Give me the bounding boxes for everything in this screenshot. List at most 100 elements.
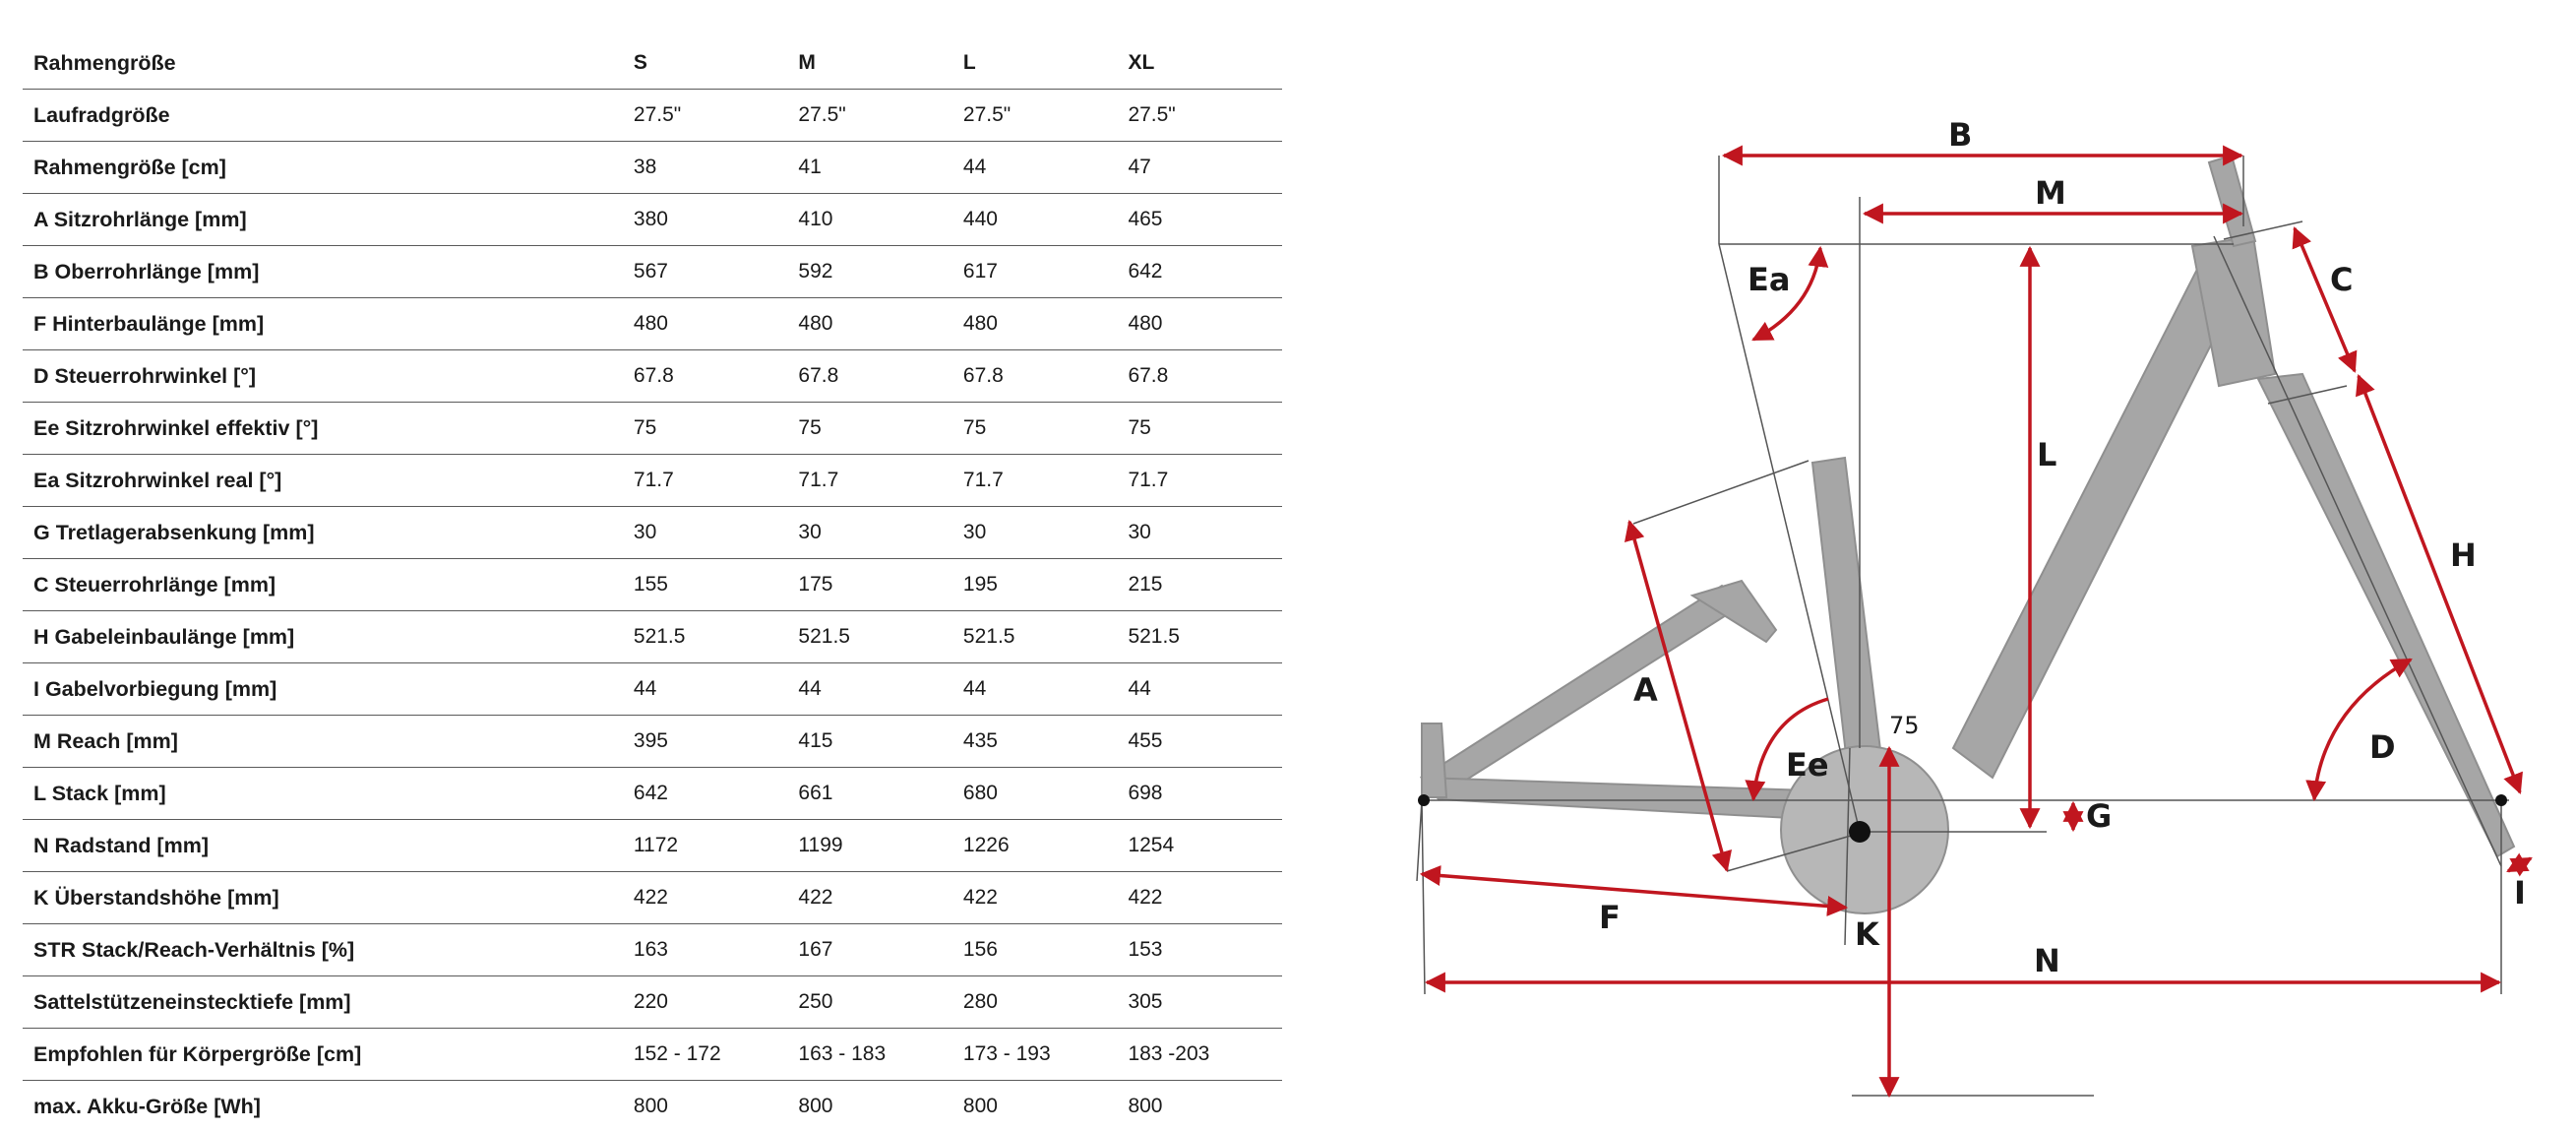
dimension-arrows — [1419, 145, 2533, 1099]
cell-value: 617 — [951, 245, 1118, 298]
cell-value: 75 — [622, 402, 788, 455]
cell-value: 642 — [1117, 245, 1282, 298]
cell-value: 415 — [787, 715, 952, 768]
cell-value: 250 — [787, 975, 952, 1029]
cell-value: 800 — [633, 1095, 668, 1117]
cell-value: 380 — [622, 193, 788, 246]
cell-value: 30 — [951, 506, 1118, 559]
cell-value: 30 — [787, 506, 952, 559]
cell-value: 215 — [1117, 558, 1282, 611]
cell-value: 67.8 — [622, 349, 788, 403]
cell-value: 440 — [951, 193, 1118, 246]
cell-value: 152 - 172 — [622, 1028, 788, 1081]
label-l: L — [2037, 436, 2056, 473]
rear-axle-point — [1418, 794, 1430, 806]
cell-value: 27.5" — [787, 89, 952, 142]
cell-value: 30 — [1117, 506, 1282, 559]
cell-value: 455 — [1117, 715, 1282, 768]
cell-value: S — [622, 37, 788, 90]
cell-value: 67.8 — [787, 349, 952, 403]
row-label: A Sitzrohrlänge [mm] — [23, 193, 623, 246]
cell-value: 47 — [1117, 141, 1282, 194]
label-b: B — [1948, 116, 1972, 154]
cell-value: L — [951, 37, 1118, 90]
cell-value: 44 — [787, 662, 952, 716]
cell-value: 163 — [622, 923, 788, 976]
cell-value: 435 — [951, 715, 1118, 768]
label-ea: Ea — [1748, 261, 1790, 298]
cell-value: 395 — [622, 715, 788, 768]
row-label: L Stack [mm] — [23, 767, 623, 820]
cell-value: 521.5 — [951, 610, 1118, 663]
cell-value: 38 — [622, 141, 788, 194]
cell-value: 167 — [787, 923, 952, 976]
label-d: D — [2369, 728, 2396, 766]
cell-value: 67.8 — [951, 349, 1118, 403]
row-label: M Reach [mm] — [23, 715, 623, 768]
cell-value: 1172 — [622, 819, 788, 872]
cell-value: 642 — [622, 767, 788, 820]
cell-value: 27.5" — [951, 89, 1118, 142]
cell-value: M — [787, 37, 952, 90]
row-label: F Hinterbaulänge [mm] — [23, 297, 623, 350]
label-ee: Ee — [1786, 746, 1829, 784]
cell-value: 27.5" — [622, 89, 788, 142]
label-f: F — [1599, 899, 1621, 936]
cell-value: 71.7 — [787, 454, 952, 507]
cell-value: 27.5" — [1117, 89, 1282, 142]
label-a: A — [1633, 671, 1658, 709]
cell-value: 71.7 — [622, 454, 788, 507]
label-c: C — [2330, 261, 2353, 298]
cell-value: 44 — [622, 662, 788, 716]
cell-value: 220 — [622, 975, 788, 1029]
cell-value: 410 — [787, 193, 952, 246]
label-i: I — [2514, 874, 2526, 912]
cell-value: 800 — [1128, 1095, 1163, 1117]
label-seat-angle: 75 — [1889, 712, 1920, 739]
front-axle-point — [2495, 794, 2507, 806]
row-label: C Steuerrohrlänge [mm] — [23, 558, 623, 611]
cell-value: 163 - 183 — [787, 1028, 952, 1081]
cell-value: 480 — [622, 297, 788, 350]
row-label: Ea Sitzrohrwinkel real [°] — [23, 454, 623, 507]
label-m: M — [2035, 174, 2066, 212]
row-label: Sattelstützeneinstecktiefe [mm] — [23, 975, 623, 1029]
cell-value: 305 — [1117, 975, 1282, 1029]
cell-value: 422 — [787, 871, 952, 924]
row-label: Rahmengröße [cm] — [23, 141, 623, 194]
cell-value: 800 — [798, 1095, 833, 1117]
cell-value: 480 — [787, 297, 952, 350]
cell-value: 75 — [787, 402, 952, 455]
cell-value: 567 — [622, 245, 788, 298]
row-label: I Gabelvorbiegung [mm] — [23, 662, 623, 716]
cell-value: 521.5 — [622, 610, 788, 663]
cell-value: 680 — [951, 767, 1118, 820]
cell-value: 175 — [787, 558, 952, 611]
cell-value: XL — [1117, 37, 1282, 90]
cell-value: 422 — [1117, 871, 1282, 924]
cell-value: 44 — [951, 141, 1118, 194]
cell-value: 592 — [787, 245, 952, 298]
cell-value: 800 — [962, 1095, 998, 1117]
row-label: Laufradgröße — [23, 89, 623, 142]
row-label: STR Stack/Reach-Verhältnis [%] — [23, 923, 623, 976]
bike-geometry-diagram: B M Ea C L H A D Ee 75 G I F K N — [1416, 116, 2533, 1099]
cell-value: 1254 — [1117, 819, 1282, 872]
row-label: N Radstand [mm] — [23, 819, 623, 872]
cell-value: 44 — [1117, 662, 1282, 716]
cell-value: 422 — [622, 871, 788, 924]
row-label: H Gabeleinbaulänge [mm] — [23, 610, 623, 663]
